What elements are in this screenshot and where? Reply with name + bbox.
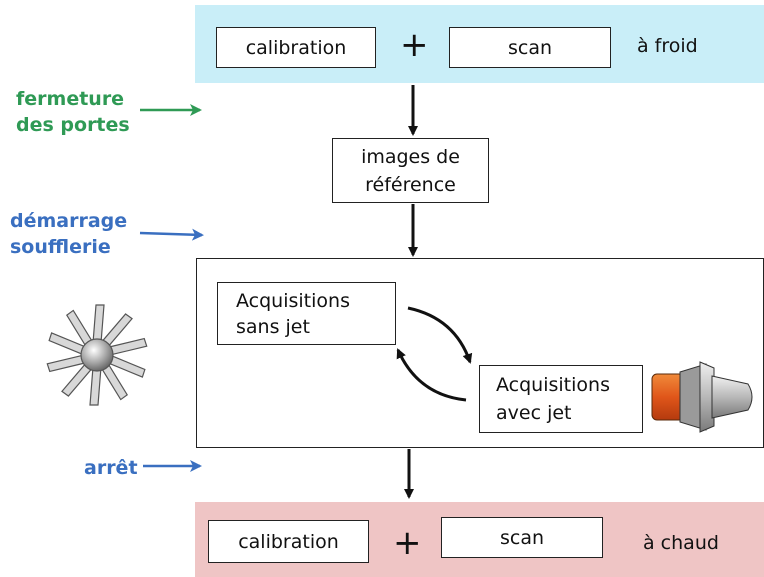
top-calibration-box: calibration (216, 27, 376, 68)
bottom-calibration-box: calibration (208, 520, 369, 563)
bottom-plus-sign: + (393, 523, 422, 563)
wind-tunnel-start-label: démarrage soufflerie (10, 208, 127, 260)
door-closing-line2: des portes (16, 114, 130, 136)
bottom-scan-label: scan (499, 526, 545, 549)
stop-label: arrêt (84, 457, 138, 479)
reference-line2: référence (365, 173, 456, 196)
top-plus-sign: + (400, 25, 429, 65)
top-calibration-label: calibration (245, 36, 347, 59)
acquisition-with-jet-box: Acquisitions avec jet (479, 365, 643, 433)
door-closing-line1: fermeture (16, 88, 125, 110)
wind-tunnel-start-line2: soufflerie (10, 236, 111, 258)
cold-note: à froid (637, 35, 698, 57)
bottom-calibration-label: calibration (238, 530, 339, 553)
without-jet-line1: Acquisitions (236, 290, 350, 312)
with-jet-line1: Acquisitions (496, 374, 610, 396)
fan-icon (46, 304, 148, 406)
wind-tunnel-start-line1: démarrage (10, 210, 128, 232)
wind-tunnel-start-arrow (139, 228, 204, 241)
without-jet-line2: sans jet (236, 316, 310, 338)
acquisition-without-jet-box: Acquisitions sans jet (217, 282, 396, 345)
top-scan-label: scan (507, 36, 553, 59)
door-closing-label: fermeture des portes (16, 86, 130, 138)
bottom-scan-box: scan (441, 517, 603, 558)
top-scan-box: scan (449, 27, 611, 68)
hot-note: à chaud (643, 532, 719, 554)
reference-images-box: images de référence (332, 138, 489, 203)
reference-line1: images de (361, 145, 460, 168)
with-jet-line2: avec jet (496, 402, 572, 424)
